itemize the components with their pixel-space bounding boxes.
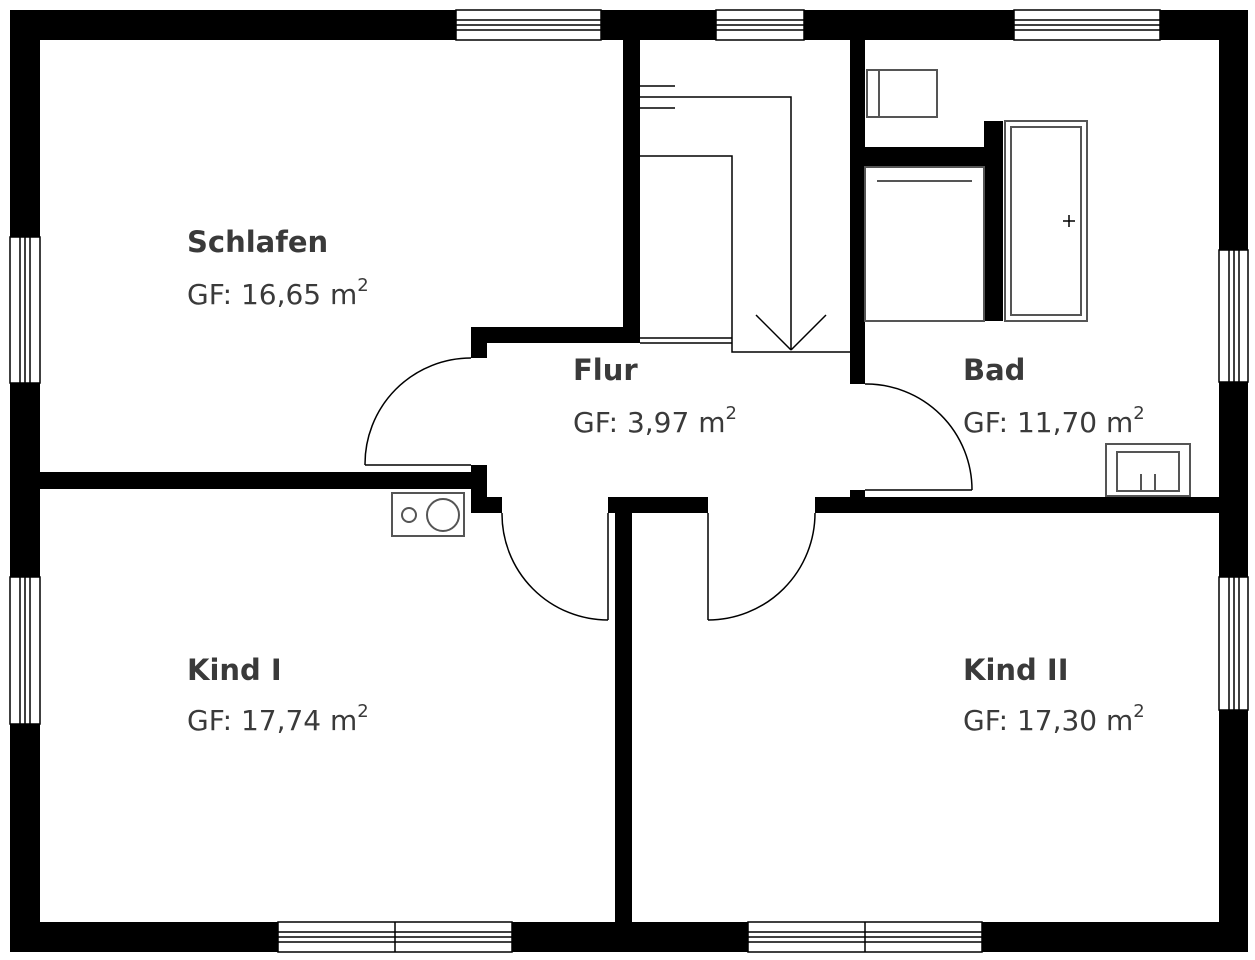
wall-left [10, 10, 40, 952]
door-kind-1 [501, 512, 609, 621]
wall-right [1219, 10, 1248, 952]
washbasin-icon [391, 492, 465, 537]
room-area-schlafen: GF: 16,65 m2 [187, 275, 369, 311]
bathtub-icon [1004, 120, 1088, 322]
room-labels: Schlafen GF: 16,65 m2 Flur GF: 3,97 m2 B… [187, 225, 1145, 737]
room-name-bad: Bad [963, 353, 1025, 387]
staircase [640, 85, 850, 353]
window-right-2 [1218, 576, 1249, 711]
room-area-flur: GF: 3,97 m2 [573, 403, 737, 439]
window-left-1 [9, 236, 41, 384]
window-top-3 [1013, 9, 1161, 41]
windows [9, 9, 1249, 953]
toilet-icon [866, 69, 938, 118]
room-name-flur: Flur [573, 353, 638, 387]
window-bottom-2 [747, 921, 983, 953]
door-bad [864, 383, 973, 491]
interior-walls [40, 40, 1219, 922]
door-schlafen [364, 357, 472, 466]
room-name-kind-2: Kind II [963, 653, 1069, 687]
wall-bottom [10, 922, 1248, 952]
room-name-schlafen: Schlafen [187, 225, 328, 259]
room-area-bad: GF: 11,70 m2 [963, 403, 1145, 439]
window-right-1 [1218, 249, 1249, 383]
door-kind-2 [707, 512, 816, 621]
window-bottom-1 [277, 921, 513, 953]
fixtures [391, 69, 1191, 537]
window-top-2 [715, 9, 805, 41]
room-area-kind-2: GF: 17,30 m2 [963, 701, 1145, 737]
stair-arrow [755, 314, 792, 351]
room-area-kind-1: GF: 17,74 m2 [187, 701, 369, 737]
shower-icon [864, 166, 985, 322]
window-top-1 [455, 9, 602, 41]
window-left-2 [9, 576, 41, 725]
room-name-kind-1: Kind I [187, 653, 282, 687]
sink-icon [1105, 443, 1191, 497]
doors [364, 357, 973, 621]
